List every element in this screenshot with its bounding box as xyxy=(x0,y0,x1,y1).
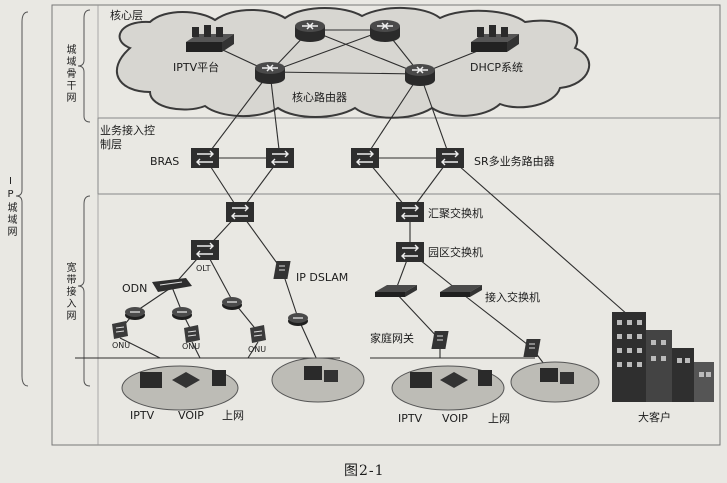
onu-label-1: ONU xyxy=(112,341,131,350)
onu-label-3: ONU xyxy=(248,345,267,354)
campus-switch-label: 园区交换机 xyxy=(428,246,483,259)
core-layer-label: 核心层 xyxy=(110,9,143,22)
campus-switch-icon xyxy=(395,241,425,263)
splitter-icon xyxy=(221,296,243,311)
core-router-icon xyxy=(404,63,436,87)
core-router-icon xyxy=(294,19,326,43)
aggregation-switch-icon xyxy=(395,201,425,223)
iptv-platform-label: IPTV平台 xyxy=(173,61,220,74)
voip-label-right: VOIP xyxy=(442,412,468,425)
olt-label: OLT xyxy=(196,264,211,273)
onu-icon xyxy=(249,324,267,344)
terminal-platform xyxy=(510,361,600,403)
core-router-icon xyxy=(254,61,286,85)
iptv-label-left: IPTV xyxy=(130,409,155,422)
core-router-label: 核心路由器 xyxy=(292,91,347,104)
access-switch-icon xyxy=(375,285,417,297)
sr-router-icon xyxy=(350,147,380,169)
splitter-icon xyxy=(287,312,309,327)
onu-icon xyxy=(111,320,129,340)
onu-label-2: ONU xyxy=(182,342,201,351)
access-switch-icon xyxy=(440,285,482,297)
figure-caption: 图2-1 xyxy=(344,463,385,479)
olt-icon xyxy=(190,239,220,261)
ip-dslam-icon xyxy=(272,260,292,280)
service-access-layer-label: 业务接入控制层 xyxy=(100,124,155,151)
big-customer-label: 大客户 xyxy=(638,411,671,424)
switch-icon xyxy=(225,201,255,223)
access-switch-label: 接入交换机 xyxy=(485,291,540,304)
internet-label-right: 上网 xyxy=(488,412,510,425)
home-platform-right xyxy=(391,365,505,411)
bras-icon xyxy=(265,147,295,169)
splitter-icon xyxy=(124,306,146,321)
ip-metro-label: IP城域网 xyxy=(5,176,16,238)
core-router-icon xyxy=(369,19,401,43)
odn-splitter-icon xyxy=(152,278,192,292)
splitter-icon xyxy=(171,306,193,321)
dhcp-system-label: DHCP系统 xyxy=(470,61,524,74)
building-icon xyxy=(612,312,714,402)
iptv-label-right: IPTV xyxy=(398,412,423,425)
home-gateway-icon xyxy=(522,338,542,358)
broadband-access-label: 宽带接入网 xyxy=(64,262,75,322)
bras-label: BRAS xyxy=(150,155,180,168)
metro-backbone-label: 城域骨干网 xyxy=(64,44,75,104)
terminal-platform xyxy=(271,357,365,403)
ip-dslam-label: IP DSLAM xyxy=(296,271,349,284)
home-platform-left xyxy=(121,365,239,411)
odn-label: ODN xyxy=(122,282,148,295)
home-gateway-label: 家庭网关 xyxy=(370,332,414,345)
aggregation-switch-label: 汇聚交换机 xyxy=(428,207,483,220)
sr-router-icon xyxy=(435,147,465,169)
bras-icon xyxy=(190,147,220,169)
sr-router-label: SR多业务路由器 xyxy=(474,155,555,168)
internet-label-left: 上网 xyxy=(222,409,244,422)
onu-icon xyxy=(183,324,201,344)
voip-label-left: VOIP xyxy=(178,409,204,422)
